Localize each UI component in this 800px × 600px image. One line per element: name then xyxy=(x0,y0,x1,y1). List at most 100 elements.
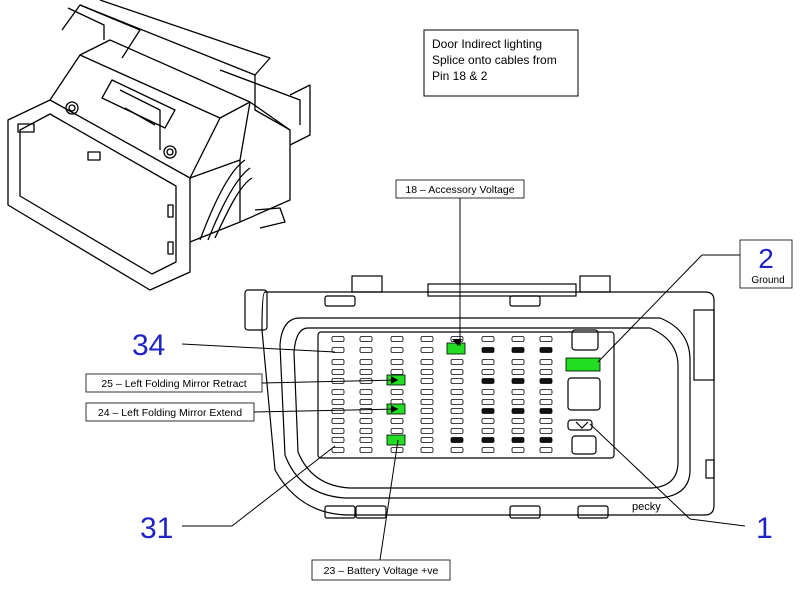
pin-cavity xyxy=(511,428,525,434)
pin-cavity xyxy=(331,428,345,434)
pin-cavity xyxy=(511,347,525,353)
pin-cavity xyxy=(420,389,434,395)
pin-cavity xyxy=(481,437,495,443)
pin-cavity xyxy=(450,389,464,395)
pin-cavity xyxy=(331,437,345,443)
label-pin-23: 23 – Battery Voltage +ve xyxy=(311,559,451,581)
pin-cavity xyxy=(359,399,373,405)
pin-2-highlight xyxy=(565,357,601,372)
ground-label-text: Ground xyxy=(751,275,784,286)
pin-cavity xyxy=(539,347,553,353)
pin-23-highlight xyxy=(386,434,406,446)
pin-cavity xyxy=(539,437,553,443)
pin-cavity xyxy=(359,418,373,424)
label-pin-24: 24 – Left Folding Mirror Extend xyxy=(85,402,255,422)
note-box: Door Indirect lighting Splice onto cable… xyxy=(423,29,579,97)
callout-arrowheads xyxy=(391,339,462,413)
connector-face xyxy=(244,275,715,519)
pin-cavity xyxy=(539,359,553,365)
pin-cavity-grid xyxy=(331,336,553,453)
pin-cavity xyxy=(511,399,525,405)
pin-cavity xyxy=(539,408,553,414)
pin-cavity xyxy=(420,359,434,365)
label-pin-25-text: 25 – Left Folding Mirror Retract xyxy=(101,378,246,390)
signature-text: pecky xyxy=(632,501,661,513)
pin-cavity xyxy=(420,399,434,405)
pin-cavity xyxy=(331,418,345,424)
pin-cavity xyxy=(331,347,345,353)
pin-cavity xyxy=(420,336,434,342)
pin-cavity xyxy=(359,437,373,443)
pin-cavity xyxy=(420,369,434,375)
pin-cavity xyxy=(331,336,345,342)
pin-cavity xyxy=(420,437,434,443)
pin-cavity xyxy=(481,447,495,453)
pin-cavity xyxy=(511,447,525,453)
pin-cavity xyxy=(450,399,464,405)
pin-cavity xyxy=(539,399,553,405)
pin-cavity xyxy=(420,378,434,384)
pin-cavity xyxy=(450,408,464,414)
pin-cavity xyxy=(359,369,373,375)
pin-cavity xyxy=(481,378,495,384)
pin-cavity xyxy=(539,389,553,395)
pin-cavity xyxy=(450,369,464,375)
pin-cavity xyxy=(390,347,404,353)
pin-cavity xyxy=(539,428,553,434)
pin-cavity xyxy=(331,359,345,365)
pin-cavity xyxy=(450,418,464,424)
pin-18-highlight xyxy=(446,342,466,355)
pin-cavity xyxy=(390,418,404,424)
pin-cavity xyxy=(511,418,525,424)
pin-cavity xyxy=(481,347,495,353)
pin-cavity xyxy=(481,399,495,405)
pin-cavity xyxy=(359,347,373,353)
pin-cavity xyxy=(450,437,464,443)
pin-cavity xyxy=(359,428,373,434)
pin-cavity xyxy=(481,418,495,424)
pin-cavity xyxy=(390,389,404,395)
pin-cavity xyxy=(511,369,525,375)
pin-cavity xyxy=(450,447,464,453)
label-ground: 2 Ground xyxy=(739,239,793,289)
pin-cavity xyxy=(331,369,345,375)
pin-cavity xyxy=(331,389,345,395)
pin-cavity xyxy=(420,418,434,424)
ground-pin-number: 2 xyxy=(758,243,774,274)
pin-cavity xyxy=(539,447,553,453)
pin-cavity xyxy=(420,447,434,453)
label-pin-24-text: 24 – Left Folding Mirror Extend xyxy=(98,407,242,419)
pin-cavity xyxy=(481,359,495,365)
pin-number-1: 1 xyxy=(756,512,773,545)
pin-cavity xyxy=(511,408,525,414)
pin-cavity xyxy=(511,389,525,395)
large-cavities xyxy=(567,329,601,455)
label-pin-25: 25 – Left Folding Mirror Retract xyxy=(85,373,263,393)
pin-cavity xyxy=(450,428,464,434)
pin-cavity xyxy=(539,378,553,384)
pin-cavity xyxy=(450,359,464,365)
pin-cavity xyxy=(390,428,404,434)
note-line-1: Door Indirect lighting xyxy=(432,37,542,51)
pin-cavity xyxy=(481,336,495,342)
pin-cavity xyxy=(511,378,525,384)
label-pin-18: 18 – Accessory Voltage xyxy=(395,179,525,199)
pin-number-31: 31 xyxy=(140,512,173,545)
pin-cavity xyxy=(481,428,495,434)
note-line-2: Splice onto cables from xyxy=(432,53,557,67)
pin-cavity xyxy=(511,359,525,365)
pin-cavity xyxy=(359,447,373,453)
pin-cavity xyxy=(539,369,553,375)
pin-cavity xyxy=(420,408,434,414)
pin-cavity xyxy=(450,378,464,384)
pin-cavity xyxy=(331,447,345,453)
pin-cavity xyxy=(331,399,345,405)
pin-cavity xyxy=(511,437,525,443)
pin-cavity xyxy=(390,359,404,365)
pin-cavity xyxy=(359,389,373,395)
pin-cavity xyxy=(420,347,434,353)
pin-cavity xyxy=(539,336,553,342)
pin-cavity xyxy=(390,369,404,375)
connector-isometric-drawing xyxy=(7,0,311,291)
pin-number-34: 34 xyxy=(132,329,165,362)
